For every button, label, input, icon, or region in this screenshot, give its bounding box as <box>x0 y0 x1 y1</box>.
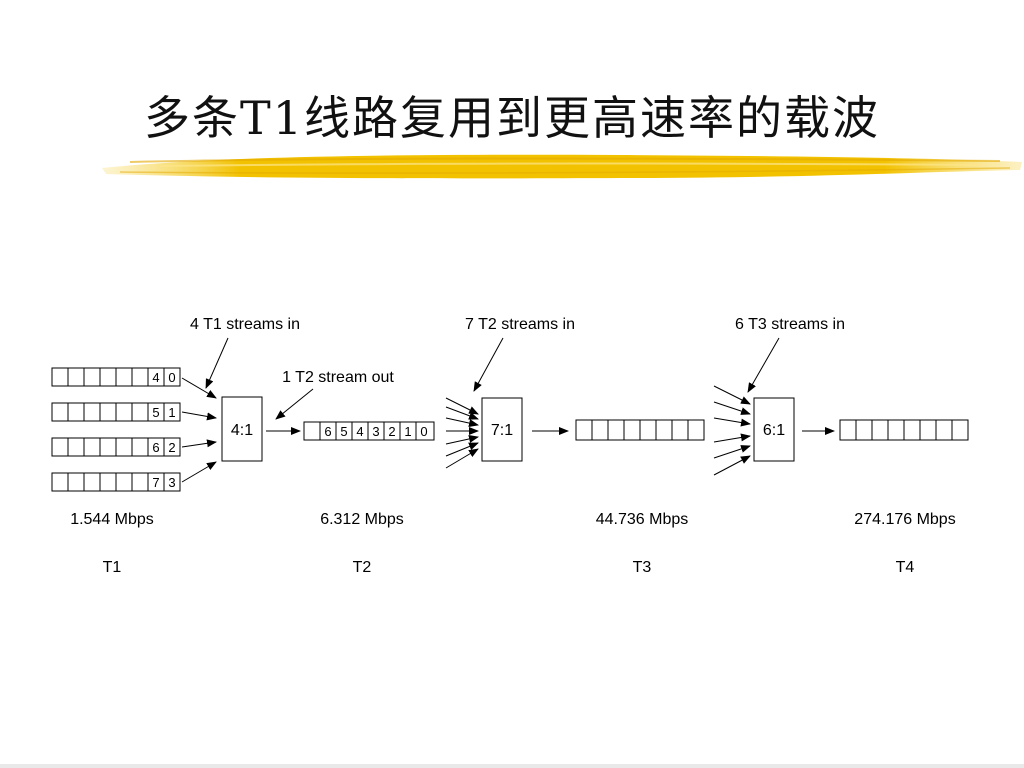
label-t1-streams-in: 4 T1 streams in <box>190 316 300 333</box>
t1-input-arrow <box>182 412 216 418</box>
pointer-arrow <box>276 389 313 419</box>
t2-cell: 1 <box>404 424 411 439</box>
t1-cell: 3 <box>168 475 175 490</box>
rate-label-t2: 6.312 Mbps <box>320 511 404 528</box>
t3-stream <box>576 420 704 440</box>
t1-stream-0: 4 0 <box>52 368 180 386</box>
t2-input-arrow <box>446 449 478 468</box>
t1-stream-2: 6 2 <box>52 438 180 456</box>
t2-input-arrow <box>446 407 478 419</box>
t1-input-arrow <box>182 378 216 398</box>
t3-input-arrow <box>714 386 750 404</box>
rate-label-t3: 44.736 Mbps <box>596 511 689 528</box>
carrier-name-t4: T4 <box>896 559 915 576</box>
t4-stream <box>840 420 968 440</box>
t3-input-arrow <box>714 436 750 442</box>
t1-cell: 1 <box>168 405 175 420</box>
t1-cell: 5 <box>152 405 159 420</box>
t2-cell: 6 <box>324 424 331 439</box>
t3-input-arrow <box>714 402 750 414</box>
pointer-arrow <box>474 338 503 391</box>
t2-cell: 4 <box>356 424 363 439</box>
t1-cell: 6 <box>152 440 159 455</box>
t1-stream-1: 5 1 <box>52 403 180 421</box>
pointer-arrow <box>206 338 228 388</box>
rate-label-t1: 1.544 Mbps <box>70 511 154 528</box>
t1-cell: 0 <box>168 370 175 385</box>
t2-cell: 3 <box>372 424 379 439</box>
mux-ratio-label: 6:1 <box>763 422 785 439</box>
t3-input-arrow <box>714 456 750 475</box>
footer-divider <box>0 764 1024 768</box>
carrier-name-t3: T3 <box>633 559 652 576</box>
label-t2-streams-in: 7 T2 streams in <box>465 316 575 333</box>
mux-ratio-label: 4:1 <box>231 422 253 439</box>
t2-cell: 5 <box>340 424 347 439</box>
t1-input-arrow <box>182 462 216 482</box>
t2-input-arrow <box>446 418 478 425</box>
t1-stream-3: 7 3 <box>52 473 180 491</box>
label-t3-streams-in: 6 T3 streams in <box>735 316 845 333</box>
t2-input-arrow <box>446 437 478 444</box>
t3-input-arrow <box>714 446 750 458</box>
carrier-name-t2: T2 <box>353 559 372 576</box>
t3-input-arrow <box>714 418 750 424</box>
t2-cell: 0 <box>420 424 427 439</box>
t1-cell: 4 <box>152 370 159 385</box>
label-t2-stream-out: 1 T2 stream out <box>282 369 394 386</box>
mux-ratio-label: 7:1 <box>491 422 513 439</box>
t2-input-arrow <box>446 398 478 414</box>
t1-cell: 7 <box>152 475 159 490</box>
t2-input-arrow <box>446 443 478 456</box>
t1-input-arrow <box>182 442 216 447</box>
pointer-arrow <box>748 338 779 392</box>
t2-stream: 6 5 4 3 2 1 0 <box>304 422 434 440</box>
rate-label-t4: 274.176 Mbps <box>854 511 955 528</box>
t2-cell: 2 <box>388 424 395 439</box>
carrier-name-t1: T1 <box>103 559 122 576</box>
t1-cell: 2 <box>168 440 175 455</box>
